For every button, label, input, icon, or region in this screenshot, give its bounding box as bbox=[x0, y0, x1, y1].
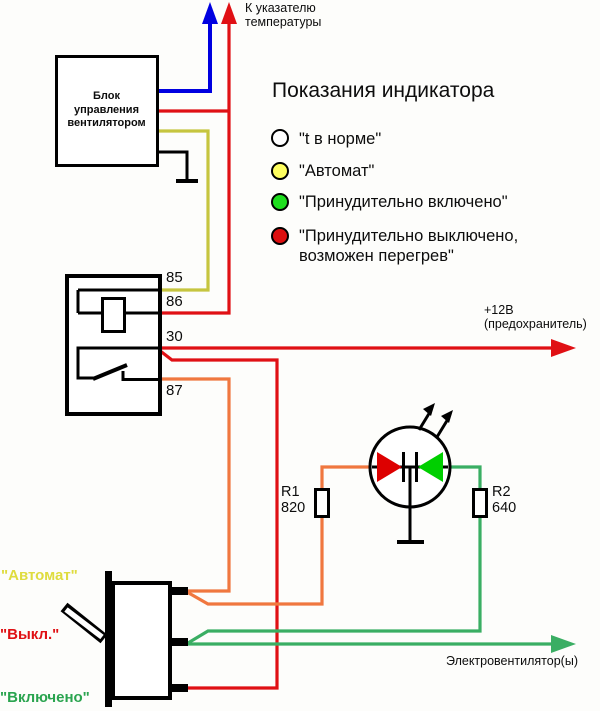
power-12v-label: +12В (предохранитель) bbox=[484, 303, 587, 331]
wire-orange-pin87-to-switch-auto bbox=[159, 377, 231, 593]
switch-position-off-label: "Выкл." bbox=[0, 626, 60, 643]
wire-orange-switch-to-led-red bbox=[186, 465, 374, 606]
control-box-ground-wire bbox=[157, 150, 189, 180]
red-up-arrowhead-icon bbox=[221, 2, 237, 24]
switch-mounting-plate bbox=[105, 571, 112, 707]
relay-contact-pin87-line bbox=[121, 371, 160, 381]
blue-up-arrowhead-icon bbox=[202, 2, 218, 24]
switch-terminal-on bbox=[170, 684, 188, 692]
wire-red-main-vertical bbox=[159, 20, 231, 315]
wire-green-led-to-switch-off bbox=[187, 465, 482, 645]
relay-pin-87-label: 87 bbox=[166, 382, 183, 399]
indicator-dot-yellow bbox=[271, 162, 289, 180]
control-box-outline bbox=[55, 55, 159, 167]
switch-position-on-label: "Включено" bbox=[0, 689, 90, 706]
relay-contact-pin30-line bbox=[76, 346, 160, 380]
led-light-ray-1 bbox=[417, 411, 432, 431]
relay-pin-30-label: 30 bbox=[166, 328, 183, 345]
switch-terminal-off bbox=[170, 638, 188, 646]
indicator-dot-red bbox=[271, 227, 289, 245]
wire-red-pin30-to-switch-on bbox=[158, 348, 279, 690]
relay-outline bbox=[65, 274, 162, 416]
resistor-r2-label: R2 640 bbox=[492, 484, 517, 516]
legend-item-normal: "t в норме" bbox=[299, 130, 382, 148]
led-green-diode-icon bbox=[418, 452, 443, 482]
switch-lever-icon bbox=[64, 607, 104, 640]
indicator-dot-white bbox=[271, 129, 289, 147]
relay-coil-core-icon bbox=[101, 297, 126, 333]
legend-item-forced-on: "Принудительно включено" bbox=[299, 193, 508, 211]
indicator-dot-green bbox=[271, 193, 289, 211]
control-box-label: Блок управления вентилятором bbox=[67, 90, 146, 130]
resistor-r1-label: R1 820 bbox=[281, 484, 306, 516]
gauge-label: К указателю температуры bbox=[245, 1, 322, 29]
led-red-diode-icon bbox=[377, 452, 402, 482]
resistor-r2-icon bbox=[472, 488, 488, 518]
12v-arrowhead-icon bbox=[551, 339, 576, 357]
wire-blue-to-gauge bbox=[157, 20, 212, 93]
legend-title: Показания индикатора bbox=[272, 79, 495, 102]
fan-output-label: Электровентилятор(ы) bbox=[446, 654, 578, 668]
relay-pin-86-label: 86 bbox=[166, 293, 183, 310]
resistor-r1-icon bbox=[314, 488, 330, 518]
switch-position-auto-label: "Автомат" bbox=[1, 567, 78, 584]
legend-item-auto: "Автомат" bbox=[299, 162, 375, 180]
relay-contact-blade-icon bbox=[92, 363, 128, 381]
led-light-ray-2 bbox=[435, 418, 450, 438]
legend-item-forced-off: "Принудительно выключено, возможен перег… bbox=[299, 227, 519, 265]
wire-khaki-box-to-pin85 bbox=[157, 129, 210, 292]
switch-terminal-auto bbox=[170, 587, 188, 595]
switch-body-outline bbox=[111, 581, 172, 700]
relay-pin-85-label: 85 bbox=[166, 269, 183, 286]
led-light-arrowhead-1-icon bbox=[423, 403, 435, 416]
led-light-arrowhead-2-icon bbox=[441, 410, 453, 423]
fan-arrowhead-icon bbox=[551, 635, 576, 653]
